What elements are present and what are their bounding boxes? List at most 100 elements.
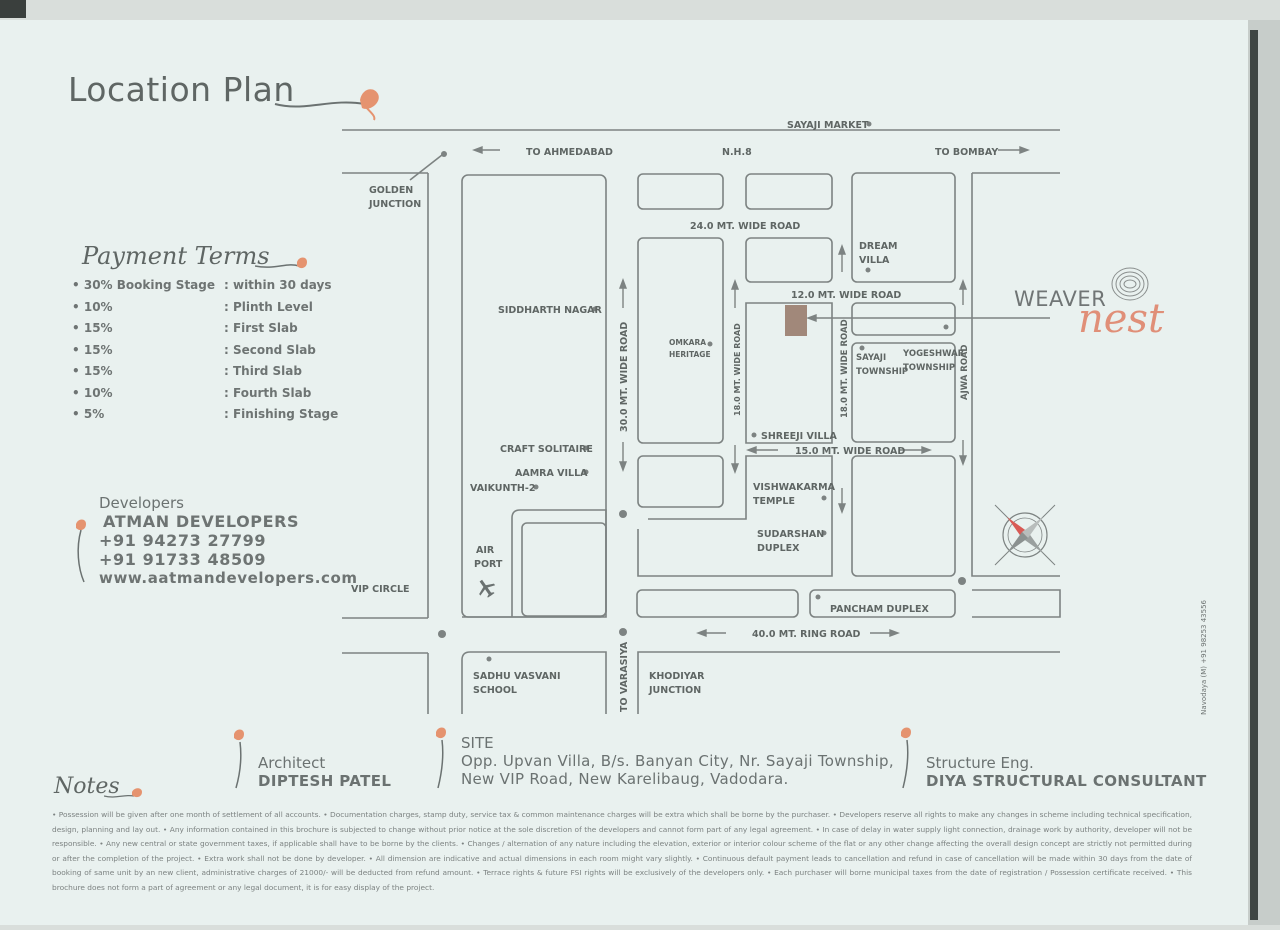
- payment-terms-title: Payment Terms: [82, 242, 270, 270]
- site-address-line-1: Opp. Upvan Villa, B/s. Banyan City, Nr. …: [461, 752, 894, 770]
- developers-label: Developers: [99, 494, 184, 512]
- label-omkara: OMKARA: [669, 338, 706, 347]
- payment-row: • 5%: Finishing Stage: [72, 407, 339, 421]
- label-villa: VILLA: [859, 255, 890, 266]
- developer-name: ATMAN DEVELOPERS: [103, 512, 300, 531]
- payment-percent: 30% Booking Stage: [83, 278, 216, 292]
- brochure-page: [0, 20, 1248, 925]
- structure-block: Structure Eng. DIYA STRUCTURAL CONSULTAN…: [926, 754, 1207, 790]
- payment-stage: Plinth Level: [232, 299, 313, 314]
- label-port: PORT: [474, 559, 503, 570]
- payment-stage: Second Slab: [232, 342, 316, 357]
- payment-percent: 15%: [83, 364, 113, 378]
- weaver-nest-logo-icon: [1111, 267, 1149, 301]
- notes-title: Notes: [54, 774, 120, 799]
- site-address-line-2: New VIP Road, New Karelibaug, Vadodara.: [461, 770, 789, 788]
- label-15m-road: 15.0 MT. WIDE ROAD: [795, 446, 905, 457]
- developers-block: Developers ATMAN DEVELOPERS +91 94273 27…: [99, 494, 358, 588]
- payment-row: • 15%: Third Slab: [72, 364, 302, 378]
- payment-stage: within 30 days: [232, 278, 332, 292]
- architect-flower-icon: [234, 729, 244, 789]
- label-30m-road: 30.0 MT. WIDE ROAD: [619, 322, 630, 432]
- corner-mark: [0, 0, 26, 18]
- label-siddharth-nagar: SIDDHARTH NAGAR: [498, 305, 603, 316]
- label-yogeshwar-township: TOWNSHIP: [903, 363, 955, 373]
- architect-label: Architect: [258, 754, 326, 772]
- label-air: AIR: [476, 545, 495, 556]
- page-spine-edge: [1250, 30, 1258, 920]
- label-vaikunth: VAIKUNTH-2: [470, 483, 535, 494]
- label-vishwakarma: VISHWAKARMA: [753, 482, 836, 493]
- map-roads: [342, 129, 1061, 714]
- label-khodiyar-junction: JUNCTION: [648, 685, 701, 696]
- label-nh8: N.H.8: [722, 147, 752, 158]
- map-direction-arrows: [472, 145, 1050, 638]
- label-sayaji: SAYAJI: [856, 353, 886, 363]
- label-18m-road-a: 18.0 MT. WIDE ROAD: [733, 323, 742, 416]
- label-to-bombay: TO BOMBAY: [935, 147, 998, 158]
- label-craft-solitaire: CRAFT SOLITAIRE: [500, 444, 593, 455]
- payment-stage: First Slab: [232, 321, 298, 335]
- label-shreeji-villa: SHREEJI VILLA: [761, 431, 837, 442]
- brand-nest: nest: [1078, 296, 1165, 342]
- airport-plane-icon: [479, 579, 496, 598]
- payment-row: • 30% Booking Stage: within 30 days: [72, 278, 332, 292]
- label-school: SCHOOL: [473, 685, 517, 696]
- map-labels: SAYAJI MARKET TO AHMEDABAD N.H.8 TO BOMB…: [351, 120, 998, 712]
- payment-terms-table: • 30% Booking Stage: within 30 days • 10…: [72, 278, 338, 429]
- location-map: SAYAJI MARKET TO AHMEDABAD N.H.8 TO BOMB…: [342, 120, 1061, 714]
- label-18m-road-b: 18.0 MT. WIDE ROAD: [840, 319, 850, 418]
- label-temple: TEMPLE: [753, 496, 795, 507]
- payment-percent: 15%: [83, 342, 113, 357]
- notes-flourish: [104, 788, 142, 798]
- label-dream: DREAM: [859, 241, 898, 252]
- label-to-varasiya: TO VARASIYA: [619, 641, 630, 712]
- label-pancham-duplex: PANCHAM DUPLEX: [830, 604, 930, 615]
- notes-text: • Possession will be given after one mon…: [52, 810, 1192, 892]
- label-golden-junction: JUNCTION: [368, 199, 421, 210]
- label-sayaji-market: SAYAJI MARKET: [787, 120, 869, 131]
- site-location-marker[interactable]: [785, 305, 807, 336]
- page-title: Location Plan: [68, 70, 295, 109]
- site-block: SITE Opp. Upvan Villa, B/s. Banyan City,…: [461, 734, 894, 788]
- label-sudarshan: SUDARSHAN: [757, 529, 824, 540]
- label-12m-road: 12.0 MT. WIDE ROAD: [791, 290, 901, 301]
- structure-flower-icon: [901, 727, 911, 789]
- architect-name: DIPTESH PATEL: [258, 772, 392, 790]
- brand-weaver: WEAVER: [1014, 287, 1107, 311]
- structure-name: DIYA STRUCTURAL CONSULTANT: [926, 772, 1207, 790]
- site-label: SITE: [461, 734, 494, 752]
- payment-percent: 10%: [83, 385, 113, 400]
- payment-row: • 15%: First Slab: [72, 321, 298, 335]
- label-40m-ring-road: 40.0 MT. RING ROAD: [752, 629, 861, 640]
- label-24m-road: 24.0 MT. WIDE ROAD: [690, 221, 800, 232]
- title-flower-flourish: [274, 89, 379, 121]
- payment-percent: 10%: [83, 299, 113, 314]
- site-flower-icon: [436, 727, 446, 789]
- designer-credit: Navodaya (M) +91 98253 43556: [1200, 600, 1208, 715]
- map-landmark-dots: [438, 121, 966, 662]
- label-aamra-villa: AAMRA VILLA: [515, 468, 588, 479]
- payment-row: • 15%: Second Slab: [72, 342, 316, 357]
- payment-stage: Third Slab: [232, 364, 302, 378]
- label-ajwa-road: AJWA ROAD: [960, 345, 970, 400]
- structure-label: Structure Eng.: [926, 754, 1034, 772]
- developer-website-link[interactable]: www.aatmandevelopers.com: [99, 569, 358, 587]
- payment-percent: 5%: [83, 407, 105, 421]
- payment-row: • 10%: Fourth Slab: [72, 385, 312, 400]
- label-sayaji-township: TOWNSHIP: [856, 367, 908, 377]
- label-heritage: HERITAGE: [669, 350, 711, 359]
- label-khodiyar: KHODIYAR: [649, 671, 705, 682]
- payment-row: • 10%: Plinth Level: [72, 299, 313, 314]
- label-duplex: DUPLEX: [757, 543, 800, 554]
- payment-flourish: [255, 257, 307, 269]
- label-to-ahmedabad: TO AHMEDABAD: [526, 147, 613, 158]
- developer-phone-2[interactable]: +91 91733 48509: [99, 550, 267, 569]
- developer-phone-1[interactable]: +91 94273 27799: [99, 531, 267, 550]
- developers-flower-icon: [76, 519, 86, 583]
- label-yogeshwar: YOGESHWAR: [902, 349, 965, 359]
- label-golden: GOLDEN: [369, 185, 413, 196]
- architect-block: Architect DIPTESH PATEL: [258, 754, 391, 790]
- payment-stage: Finishing Stage: [232, 407, 339, 421]
- compass-rose-icon: [994, 504, 1056, 566]
